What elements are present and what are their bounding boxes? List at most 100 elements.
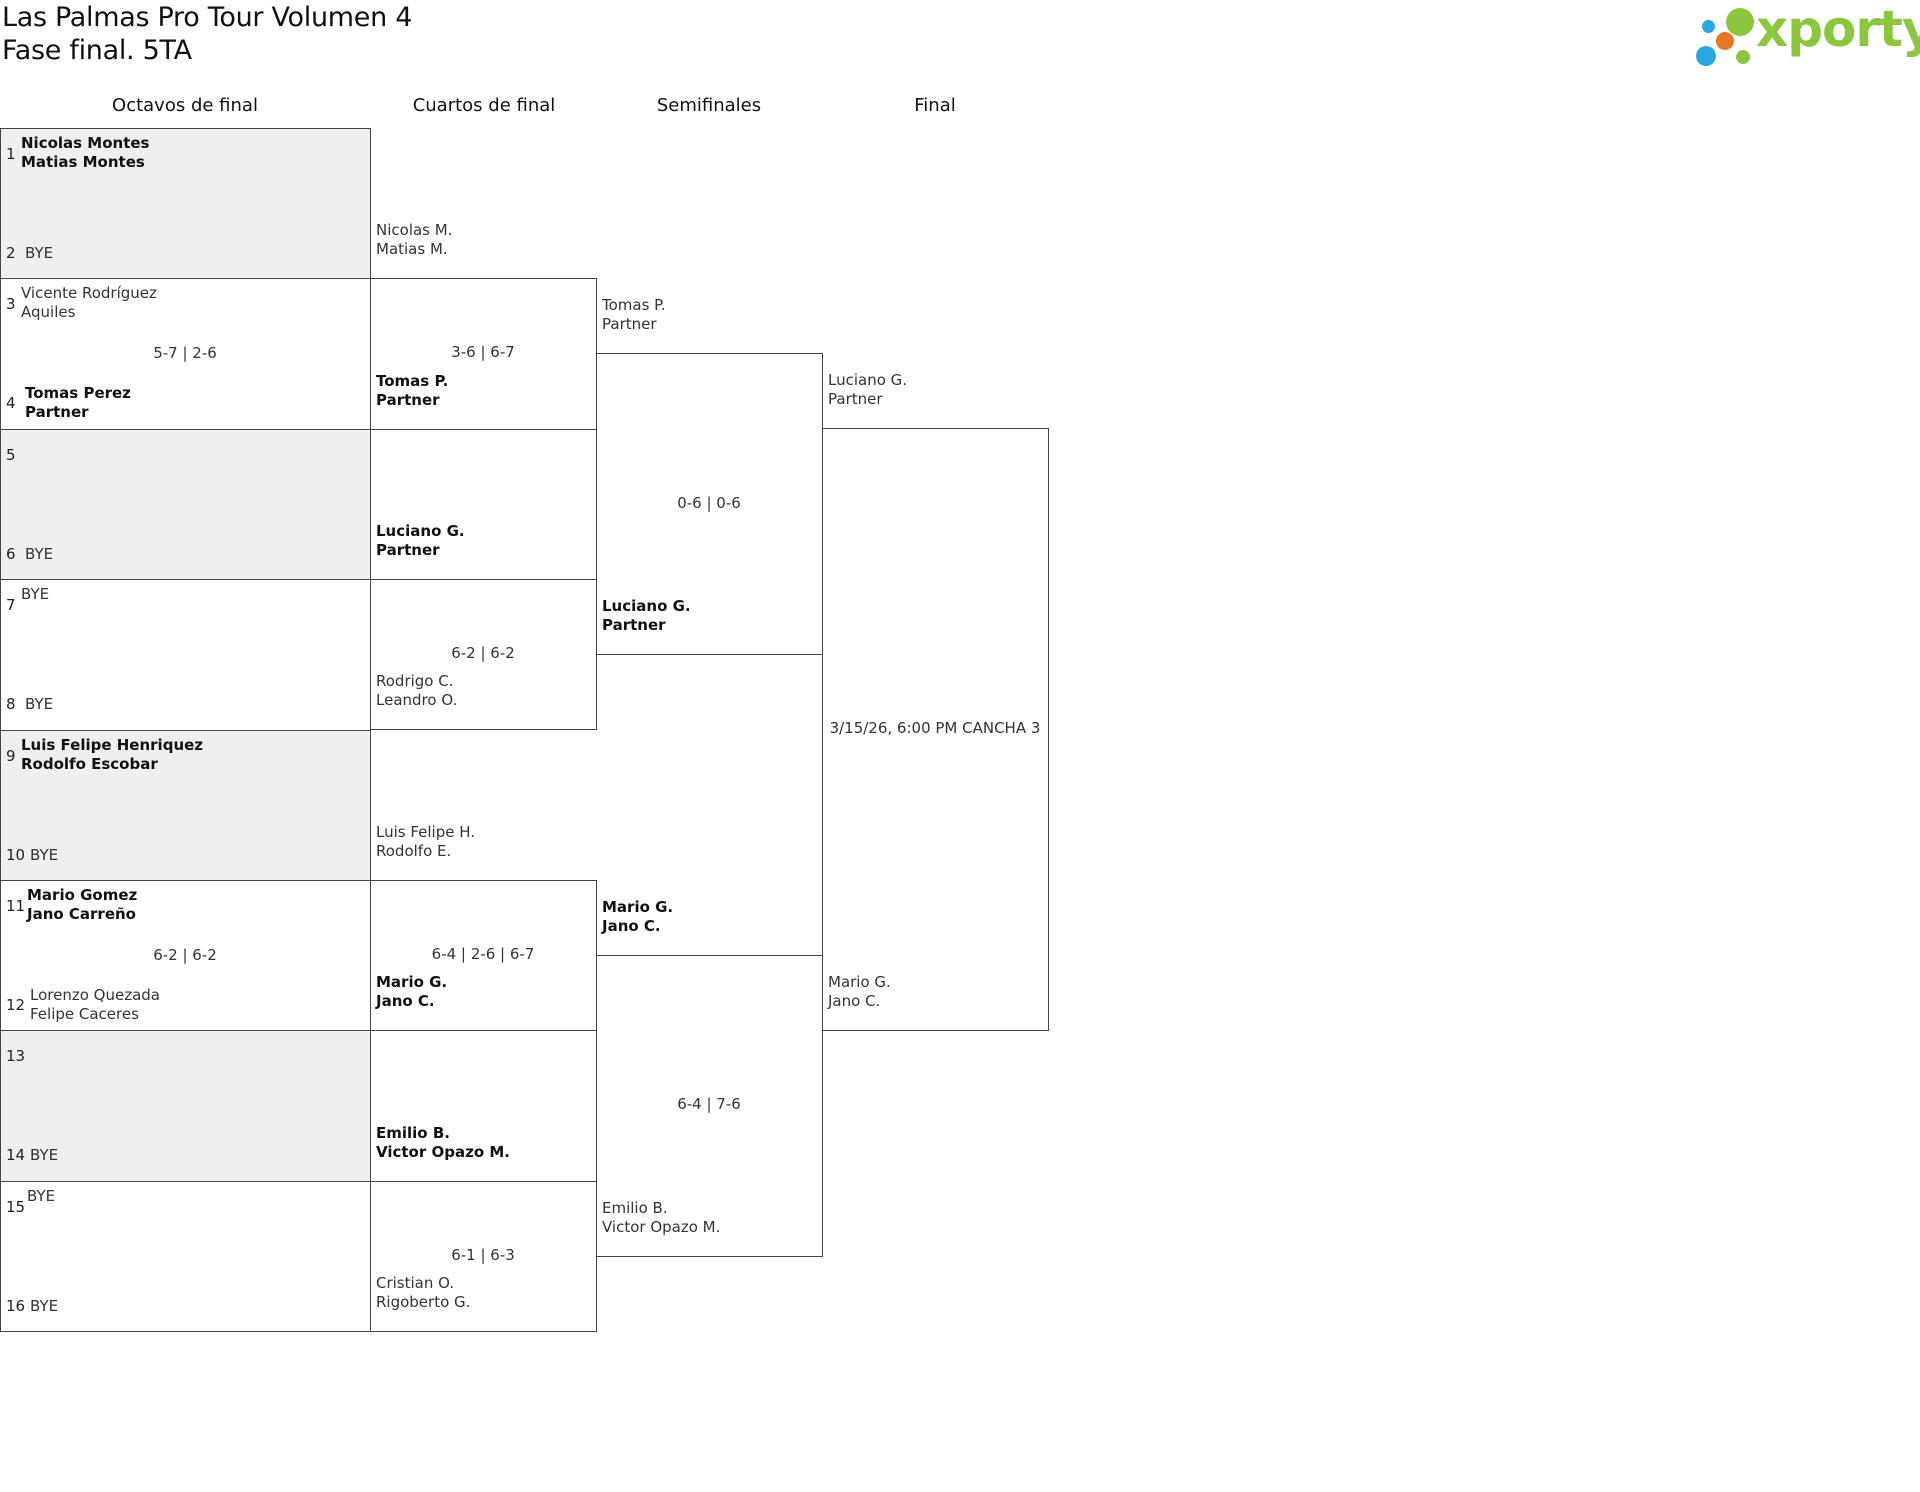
- seed-number: 12: [6, 996, 26, 1014]
- player-name: Victor Opazo M.: [602, 1217, 721, 1236]
- team-b: Mario G.Jano C.: [376, 973, 447, 1011]
- r16-match-3[interactable]: [0, 428, 371, 581]
- page-subtitle: Fase final. 5TA: [2, 35, 192, 66]
- player-name: Partner: [602, 315, 657, 334]
- player-name: Rodolfo E.: [376, 841, 452, 860]
- logo-dot-green-small-icon: [1736, 50, 1750, 64]
- player-name: BYE: [27, 1186, 56, 1205]
- player-name: BYE: [25, 695, 54, 714]
- team-b: Cristian O.Rigoberto G.: [376, 1274, 470, 1312]
- player-name: Partner: [376, 390, 440, 409]
- r16-match-4[interactable]: [0, 579, 371, 731]
- logo-text: xporty: [1756, 0, 1920, 58]
- round-header-2: Semifinales: [656, 95, 762, 116]
- sf-match-2[interactable]: [596, 955, 823, 1257]
- match-score: 6-2 | 6-2: [451, 644, 515, 663]
- player-name: Partner: [376, 541, 440, 559]
- player-name: Vicente Rodríguez: [21, 284, 157, 303]
- team-a: Emilio B.Victor Opazo M.: [376, 1124, 510, 1162]
- team-b: BYE: [25, 545, 53, 564]
- player-name: Partner: [25, 403, 89, 422]
- match-score: 6-4 | 7-6: [677, 1095, 741, 1114]
- player-name: Luciano G.: [376, 522, 465, 540]
- player-name: Tomas P.: [376, 371, 449, 390]
- player-name: BYE: [30, 1296, 59, 1315]
- player-name: Tomas Perez: [25, 384, 131, 403]
- team-b: BYE: [30, 1146, 58, 1165]
- player-name: BYE: [30, 1146, 59, 1165]
- player-name: Rigoberto G.: [376, 1293, 471, 1311]
- team-b: Luciano G.Partner: [602, 597, 691, 635]
- team-b: BYE: [30, 846, 58, 865]
- r16-match-5[interactable]: [0, 729, 371, 881]
- player-name: Emilio B.: [376, 1123, 450, 1142]
- team-a: Mario G.Jano C.: [602, 898, 673, 936]
- team-b: Rodrigo C.Leandro O.: [376, 672, 457, 710]
- logo-dot-green-icon: [1726, 8, 1754, 36]
- seed-number: 5: [6, 445, 16, 464]
- team-b: Mario G.Jano C.: [828, 973, 891, 1011]
- player-name: Felipe Caceres: [30, 1005, 139, 1023]
- player-name: BYE: [21, 585, 50, 604]
- player-name: Rodrigo C.: [376, 672, 454, 691]
- team-a: Nicolas M.Matias M.: [376, 221, 452, 259]
- player-name: Mario G.: [376, 973, 448, 992]
- team-a: BYE: [27, 1187, 55, 1206]
- team-b: BYE: [30, 1297, 58, 1316]
- player-name: Matias M.: [376, 240, 448, 259]
- player-name: Nicolas Montes: [21, 134, 150, 152]
- player-name: Jano C.: [602, 917, 661, 935]
- player-name: Luis Felipe H.: [376, 822, 476, 841]
- seed-number: 11: [6, 897, 26, 915]
- player-name: BYE: [30, 845, 59, 864]
- seed-number: 13: [6, 1047, 26, 1066]
- team-a: Luis Felipe H.Rodolfo E.: [376, 823, 475, 861]
- logo-dot-blue-icon: [1696, 46, 1716, 66]
- page-title: Las Palmas Pro Tour Volumen 4: [2, 2, 413, 33]
- player-name: Aquiles: [21, 303, 76, 322]
- match-score: 3-6 | 6-7: [451, 343, 515, 362]
- logo-dot-orange-icon: [1716, 32, 1734, 50]
- logo-dot-blue-small-icon: [1702, 20, 1715, 33]
- player-name: BYE: [25, 244, 54, 262]
- team-a: Luciano G.Partner: [376, 522, 465, 560]
- team-a: Luciano G.Partner: [828, 371, 907, 409]
- player-name: Jano Carreño: [27, 905, 136, 923]
- seed-number: 10: [6, 845, 26, 864]
- final-match[interactable]: [822, 428, 1049, 1031]
- player-name: Leandro O.: [376, 691, 458, 710]
- r16-match-7[interactable]: [0, 1030, 371, 1182]
- team-a: Tomas P.Partner: [602, 296, 666, 334]
- player-name: Partner: [602, 616, 666, 635]
- match-score: 6-2 | 6-2: [153, 946, 217, 964]
- r16-match-1[interactable]: [0, 128, 371, 280]
- round-header-1: Cuartos de final: [412, 95, 556, 116]
- seed-number: 3: [6, 295, 16, 314]
- player-name: Rodolfo Escobar: [21, 754, 158, 773]
- seed-number: 2: [6, 244, 16, 262]
- team-b: BYE: [25, 695, 53, 714]
- player-name: Luis Felipe Henriquez: [21, 735, 204, 754]
- team-a: BYE: [21, 585, 49, 604]
- match-score: 5-7 | 2-6: [153, 344, 217, 363]
- team-b: BYE: [25, 244, 53, 263]
- player-name: Mario G.: [602, 898, 674, 916]
- seed-number: 8: [6, 695, 16, 714]
- team-b: Emilio B.Victor Opazo M.: [602, 1199, 720, 1237]
- seed-number: 14: [6, 1146, 26, 1165]
- player-name: Mario Gomez: [27, 886, 138, 904]
- round-header-0: Octavos de final: [112, 95, 258, 116]
- match-score: 6-1 | 6-3: [451, 1245, 515, 1264]
- player-name: BYE: [25, 544, 54, 563]
- team-b: Tomas P.Partner: [376, 372, 448, 410]
- seed-number: 1: [6, 145, 16, 163]
- player-name: Nicolas M.: [376, 221, 453, 240]
- player-name: Jano C.: [828, 992, 881, 1010]
- seed-number: 15: [6, 1197, 26, 1216]
